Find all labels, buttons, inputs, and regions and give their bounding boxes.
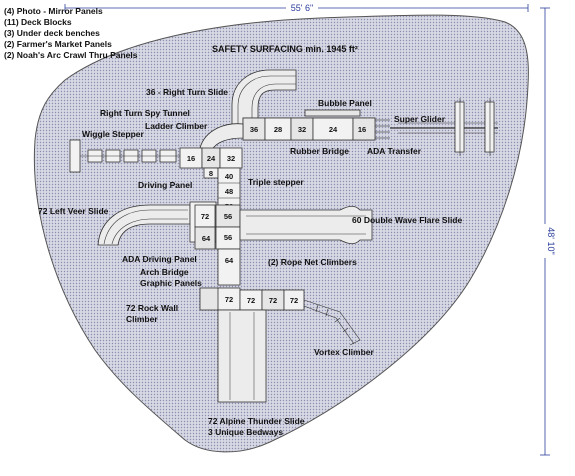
height-dimension: 48' 10" xyxy=(539,7,556,456)
deck-number: 48 xyxy=(225,187,233,196)
deck-number: 56 xyxy=(224,212,232,221)
left-veer-slide-label: 72 Left Veer Slide xyxy=(38,206,109,216)
driving-panel-label: Driving Panel xyxy=(138,180,192,190)
vortex-climber xyxy=(303,299,361,346)
deck-number: 32 xyxy=(227,154,235,163)
deck-number: 16 xyxy=(187,154,195,163)
lower-deck: 64 72 72 72 72 xyxy=(199,248,305,311)
ada-transfer-label: ADA Transfer xyxy=(367,146,422,156)
super-glider xyxy=(390,98,498,156)
width-dimension: 55' 6" xyxy=(64,2,529,13)
ladder-climber-label: Ladder Climber xyxy=(145,121,208,131)
component-labels: 36 - Right Turn Slide Bubble Panel Right… xyxy=(38,87,462,437)
graphic-panels-label: Graphic Panels xyxy=(140,278,202,288)
triple-stepper-label: Triple stepper xyxy=(248,177,304,187)
deck-number: 28 xyxy=(274,125,282,134)
deck-number: 36 xyxy=(250,125,258,134)
rock-wall-label: 72 Rock Wall xyxy=(126,303,178,313)
bubble-panel-label: Bubble Panel xyxy=(318,98,372,108)
deck-number: 24 xyxy=(207,154,216,163)
alpine-slide-label-2: 3 Unique Bedways xyxy=(208,427,283,437)
wiggle-stepper xyxy=(69,139,180,173)
legend-item: (2) Farmer's Market Panels xyxy=(4,39,112,49)
deck-number: 16 xyxy=(358,125,366,134)
deck-number: 64 xyxy=(202,234,211,243)
rubber-bridge-label: Rubber Bridge xyxy=(290,146,349,156)
deck-number: 40 xyxy=(225,172,233,181)
mid-block: 72 56 56 64 xyxy=(194,204,241,250)
deck-number: 24 xyxy=(329,125,338,134)
double-wave-slide-label: 60 Double Wave Flare Slide xyxy=(352,215,462,225)
top-deck: 36 28 32 24 16 xyxy=(242,117,390,141)
deck-number: 56 xyxy=(224,233,232,242)
ada-driving-panel-label: ADA Driving Panel xyxy=(122,254,197,264)
deck-number: 72 xyxy=(290,296,298,305)
deck-number: 72 xyxy=(269,296,277,305)
wiggle-stepper-label: Wiggle Stepper xyxy=(82,129,144,139)
spy-tunnel-deck: 16 24 32 8 xyxy=(179,123,244,179)
surfacing-label: SAFETY SURFACING min. 1945 ft² xyxy=(212,44,358,54)
deck-number: 72 xyxy=(201,212,209,221)
vortex-climber-label: Vortex Climber xyxy=(314,347,375,357)
arch-bridge-label: Arch Bridge xyxy=(140,267,189,277)
deck-number: 72 xyxy=(225,295,233,304)
legend: (4) Photo - Mirror Panels (11) Deck Bloc… xyxy=(4,6,138,60)
rope-net-label: (2) Rope Net Climbers xyxy=(268,257,357,267)
super-glider-label: Super Glider xyxy=(394,114,446,124)
right-turn-slide-label: 36 - Right Turn Slide xyxy=(146,87,228,97)
deck-number: 64 xyxy=(225,256,234,265)
alpine-thunder-slide xyxy=(217,309,267,403)
rock-wall-label-2: Climber xyxy=(126,314,158,324)
spy-tunnel-label: Right Turn Spy Tunnel xyxy=(100,108,190,118)
bubble-panel xyxy=(304,109,361,117)
deck-number: 32 xyxy=(298,125,306,134)
right-turn-slide xyxy=(231,69,297,131)
legend-item: (2) Noah's Arc Crawl Thru Panels xyxy=(4,50,138,60)
legend-item: (3) Under deck benches xyxy=(4,28,100,38)
deck-number: 8 xyxy=(209,169,213,178)
height-dimension-text: 48' 10" xyxy=(546,227,556,254)
double-wave-slide xyxy=(239,205,373,245)
legend-item: (11) Deck Blocks xyxy=(4,17,72,27)
alpine-slide-label: 72 Alpine Thunder Slide xyxy=(208,416,305,426)
deck-number: 72 xyxy=(247,296,255,305)
legend-item: (4) Photo - Mirror Panels xyxy=(4,6,103,16)
width-dimension-text: 55' 6" xyxy=(291,3,313,13)
